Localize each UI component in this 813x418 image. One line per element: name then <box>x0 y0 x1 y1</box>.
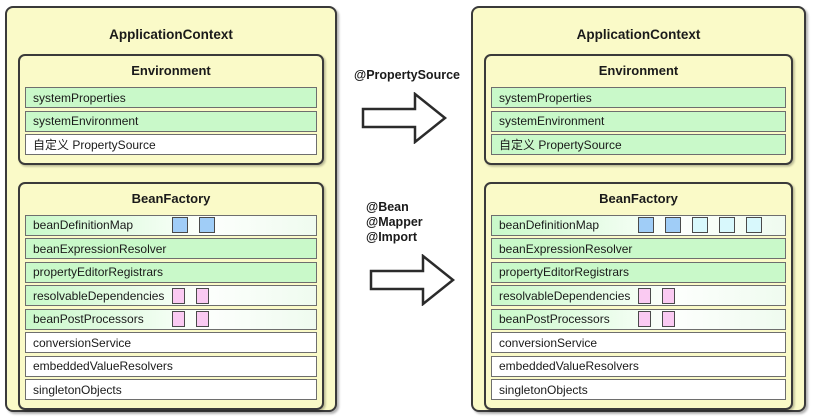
environment-box: Environment systemProperties systemEnvir… <box>484 54 793 165</box>
row-label: 自定义 PropertySource <box>33 138 156 152</box>
row-label: systemProperties <box>33 90 126 105</box>
row-label: beanDefinitionMap <box>33 218 134 232</box>
panel-title: ApplicationContext <box>109 27 233 42</box>
bf-row-bean-definition-map: beanDefinitionMap <box>25 214 317 236</box>
bf-row-singleton-objects: singletonObjects <box>25 379 317 400</box>
row-label: embeddedValueResolvers <box>499 359 639 373</box>
cyan-square <box>692 217 708 233</box>
bf-row-singleton-objects: singletonObjects <box>491 379 786 400</box>
row-label: singletonObjects <box>499 382 588 397</box>
env-row-system-properties: systemProperties <box>491 87 786 108</box>
cyan-square <box>719 217 735 233</box>
bean-factory-title: BeanFactory <box>599 190 678 206</box>
blue-square <box>665 217 681 233</box>
pink-square <box>196 287 209 304</box>
bean-definition-squares <box>172 217 215 233</box>
row-label: conversionService <box>499 335 598 350</box>
env-row-system-environment: systemEnvironment <box>25 110 317 132</box>
row-label: beanDefinitionMap <box>499 218 600 232</box>
row-label: propertyEditorRegistrars <box>499 265 630 279</box>
cyan-square <box>746 217 762 233</box>
bean-post-processors-squares <box>638 311 675 327</box>
bean-definition-squares <box>638 217 762 233</box>
bf-row-bean-post-processors: beanPostProcessors <box>491 308 786 330</box>
bf-row-bean-definition-map: beanDefinitionMap <box>491 214 786 236</box>
bf-row-property-editor-registrars: propertyEditorRegistrars <box>491 261 786 283</box>
import-annotation: @Import <box>366 230 418 244</box>
environment-title: Environment <box>598 63 679 78</box>
bean-factory-box: BeanFactory beanDefinitionMap beanExpres… <box>18 181 324 410</box>
resolvable-dependencies-squares <box>172 287 209 304</box>
row-label: beanPostProcessors <box>33 312 144 326</box>
env-row-custom-property-source: 自定义 PropertySource <box>491 134 786 155</box>
pink-square <box>172 287 185 304</box>
pink-square <box>662 311 675 327</box>
bf-row-embedded-value-resolvers: embeddedValueResolvers <box>25 355 317 377</box>
bean-annotation: @Bean <box>366 200 409 214</box>
row-label: systemEnvironment <box>499 114 605 128</box>
row-label: beanExpressionResolver <box>499 241 633 256</box>
bf-row-property-editor-registrars: propertyEditorRegistrars <box>25 261 317 283</box>
pink-square <box>638 287 651 304</box>
row-label: beanPostProcessors <box>499 312 610 326</box>
pink-square <box>172 311 185 327</box>
block-arrow-right-icon <box>361 92 447 144</box>
bf-row-resolvable-dependencies: resolvableDependencies <box>491 285 786 306</box>
application-context-panel-before: ApplicationContext Environment systemPro… <box>5 6 337 412</box>
row-label: resolvableDependencies <box>33 288 165 303</box>
bean-post-processors-squares <box>172 311 209 327</box>
row-label: systemProperties <box>499 90 592 105</box>
environment-box: Environment systemProperties systemEnvir… <box>18 54 324 165</box>
pink-square <box>662 287 675 304</box>
env-row-system-properties: systemProperties <box>25 87 317 108</box>
mapper-annotation: @Mapper <box>366 215 423 229</box>
block-arrow-right-icon <box>369 254 455 306</box>
bf-row-bean-expression-resolver: beanExpressionResolver <box>25 238 317 259</box>
bf-row-bean-expression-resolver: beanExpressionResolver <box>491 238 786 259</box>
property-source-annotation: @PropertySource <box>354 68 460 82</box>
resolvable-dependencies-squares <box>638 287 675 304</box>
application-context-panel-after: ApplicationContext Environment systemPro… <box>471 6 806 412</box>
environment-title: Environment <box>131 63 211 78</box>
row-label: propertyEditorRegistrars <box>33 265 164 279</box>
row-label: singletonObjects <box>33 382 122 397</box>
bf-row-conversion-service: conversionService <box>491 332 786 353</box>
env-row-custom-property-source: 自定义 PropertySource <box>25 134 317 155</box>
bf-row-resolvable-dependencies: resolvableDependencies <box>25 285 317 306</box>
row-label: embeddedValueResolvers <box>33 359 173 373</box>
blue-square <box>638 217 654 233</box>
row-label: conversionService <box>33 335 132 350</box>
bean-factory-box: BeanFactory beanDefinitionMap beanExpres… <box>484 181 793 410</box>
row-label: beanExpressionResolver <box>33 241 167 256</box>
row-label: 自定义 PropertySource <box>499 138 622 152</box>
row-label: resolvableDependencies <box>499 288 631 303</box>
pink-square <box>638 311 651 327</box>
bf-row-bean-post-processors: beanPostProcessors <box>25 308 317 330</box>
pink-square <box>196 311 209 327</box>
row-label: systemEnvironment <box>33 114 139 128</box>
bean-annotations: @Bean @Mapper @Import <box>366 200 423 245</box>
blue-square <box>199 217 215 233</box>
bf-row-conversion-service: conversionService <box>25 332 317 353</box>
env-row-system-environment: systemEnvironment <box>491 110 786 132</box>
panel-title: ApplicationContext <box>576 27 701 42</box>
bean-factory-title: BeanFactory <box>131 190 211 206</box>
bf-row-embedded-value-resolvers: embeddedValueResolvers <box>491 355 786 377</box>
blue-square <box>172 217 188 233</box>
